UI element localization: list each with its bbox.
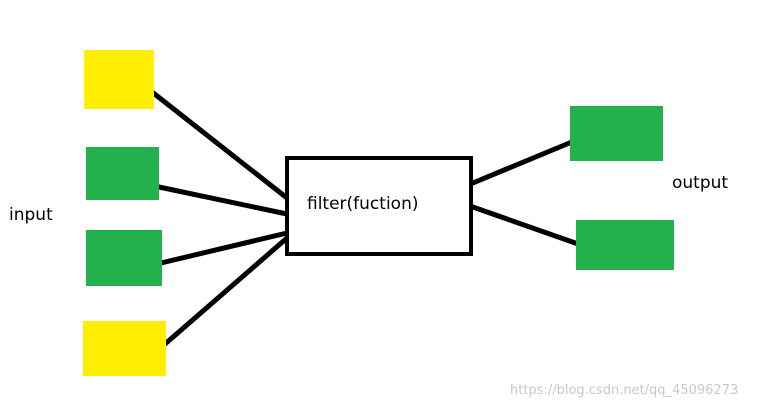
output-box-green-1 (570, 106, 663, 161)
output-label: output (672, 173, 729, 193)
input-label: input (9, 205, 53, 225)
filter-box: filter(fuction) (285, 156, 473, 256)
input-box-green-1 (86, 147, 159, 200)
input-box-yellow-2 (83, 321, 166, 376)
line-output-1 (465, 136, 582, 188)
input-box-yellow-1 (84, 50, 154, 109)
input-box-green-2 (86, 230, 162, 286)
line-input-4 (162, 235, 290, 347)
filter-label: filter(fuction) (307, 194, 419, 214)
line-input-2 (156, 184, 290, 217)
line-input-3 (158, 230, 290, 266)
line-output-2 (467, 203, 584, 248)
output-box-green-2 (576, 220, 674, 270)
line-input-1 (149, 89, 290, 201)
watermark-text: https://blog.csdn.net/qq_45096273 (510, 383, 739, 398)
